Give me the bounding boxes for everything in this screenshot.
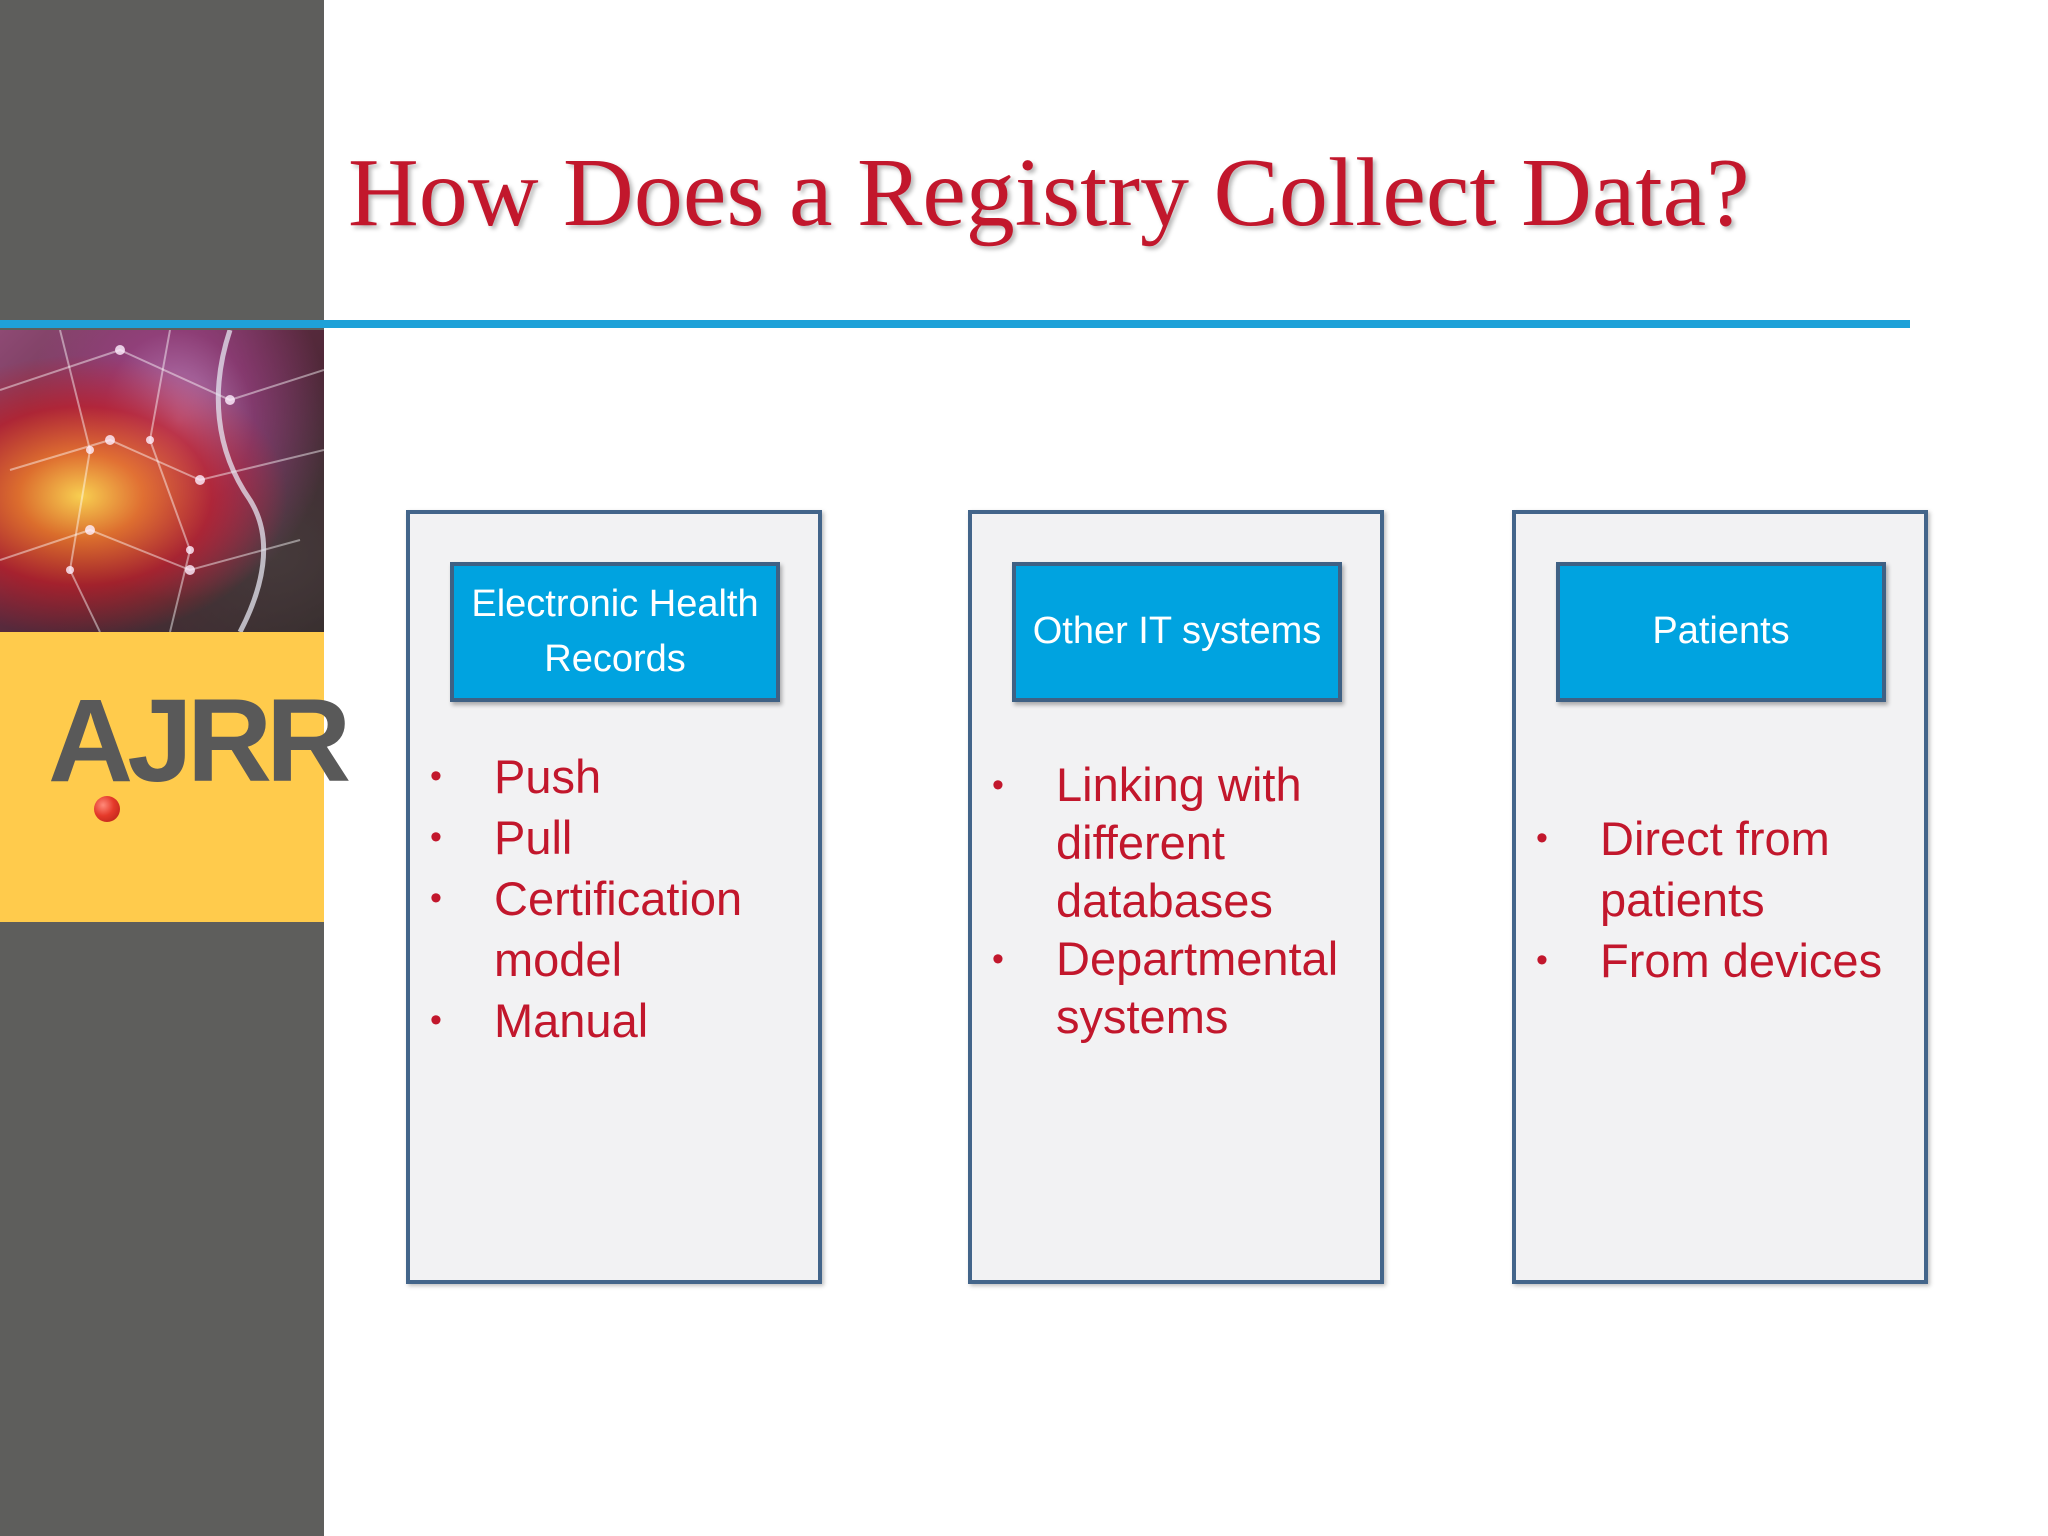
title-divider: [0, 320, 1910, 328]
bullet-list: Push Pull Certification model Manual: [410, 746, 810, 1051]
card-electronic-health-records: Electronic Health Records Push Pull Cert…: [406, 510, 822, 1284]
bullet-item: Manual: [410, 990, 810, 1051]
ajrr-logo: AJRR: [48, 675, 351, 807]
card-other-it-systems: Other IT systems Linking with different …: [968, 510, 1384, 1284]
bullet-list: Linking with different databases Departm…: [972, 756, 1372, 1046]
card-header: Other IT systems: [1012, 562, 1342, 702]
bullet-item: Pull: [410, 807, 810, 868]
bullet-item: Departmental systems: [972, 930, 1372, 1046]
bullet-item: Certification model: [410, 868, 810, 990]
card-header: Electronic Health Records: [450, 562, 780, 702]
bullet-item: Push: [410, 746, 810, 807]
hip-joint-image: [0, 330, 324, 632]
bullet-item: Direct from patients: [1516, 808, 1916, 930]
slide-title: How Does a Registry Collect Data?: [348, 139, 1750, 247]
bullet-item: Linking with different databases: [972, 756, 1372, 930]
logo-dot-icon: [94, 796, 120, 822]
card-patients: Patients Direct from patients From devic…: [1512, 510, 1928, 1284]
logo-panel: [0, 632, 324, 922]
card-header: Patients: [1556, 562, 1886, 702]
bullet-item: From devices: [1516, 930, 1916, 991]
bullet-list: Direct from patients From devices: [1516, 808, 1916, 991]
